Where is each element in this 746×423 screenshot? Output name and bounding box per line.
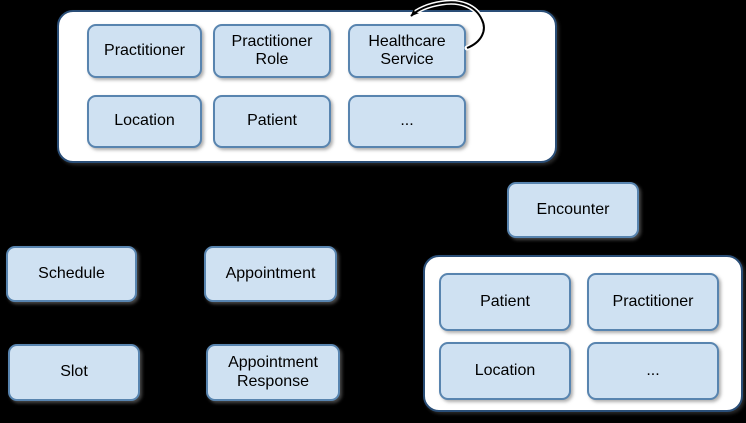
node-appointment: Appointment [204,246,337,302]
node-label: Practitioner [612,292,694,310]
offeredin-edge-label: offeredIn [487,19,546,36]
node-location: Location [87,95,202,148]
node-label: Healthcare Service [368,32,446,68]
node-practitioner: Practitioner [87,24,202,78]
node-schedule: Schedule [6,246,137,302]
node-label: Appointment Response [228,354,318,390]
node-label: Patient [247,112,297,130]
node-label: Practitioner Role [231,32,313,68]
node-encounter-ellipsis: ... [587,342,719,400]
node-label: Patient [480,292,530,310]
node-appointment-response: Appointment Response [206,344,340,401]
node-encounter-practitioner: Practitioner [587,273,719,331]
node-label: Schedule [38,264,105,282]
node-label: Practitioner [104,41,185,59]
node-encounter: Encounter [507,182,639,238]
node-encounter-patient: Patient [439,273,571,331]
node-patient: Patient [213,95,331,148]
admin-resources-group: Practitioner Practitioner Role Healthcar… [57,10,557,163]
node-label: Slot [60,363,88,381]
node-encounter-location: Location [439,342,571,400]
node-ellipsis: ... [348,95,466,148]
node-label: Encounter [536,200,610,218]
node-healthcare-service: Healthcare Service [348,24,466,78]
node-label: Location [474,361,536,379]
node-label: Appointment [225,264,316,282]
node-label: ... [646,361,660,379]
offeredin-self-loop-arrow [408,0,487,51]
encounter-participants-group: Patient Practitioner Location ... [423,255,743,412]
node-label: ... [400,112,414,130]
node-label: Location [114,112,175,130]
node-slot: Slot [8,344,140,401]
node-practitioner-role: Practitioner Role [213,24,331,78]
